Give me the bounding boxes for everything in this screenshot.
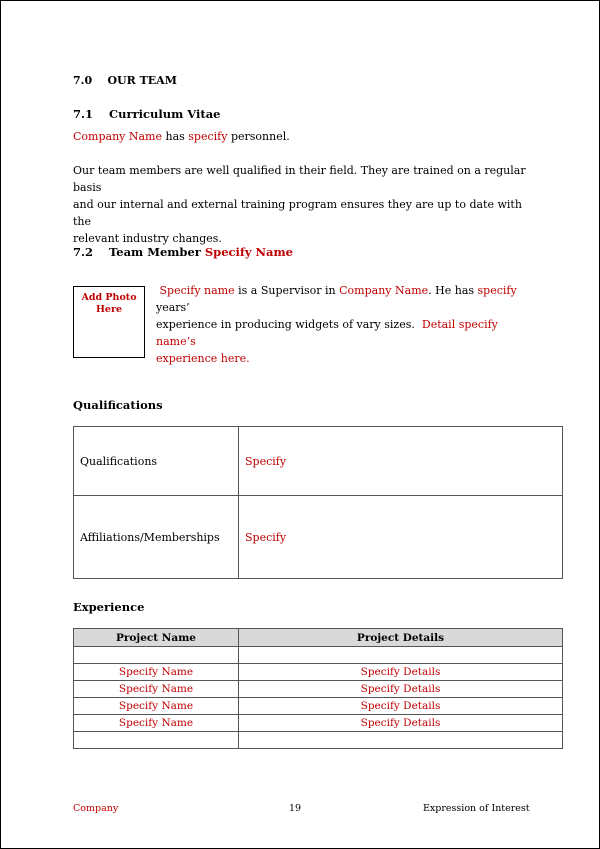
project-name-cell[interactable] [73,731,239,749]
paragraph-line: and our internal and external training p… [73,198,522,228]
section-heading-our-team: 7.0 OUR TEAM [73,74,177,87]
name-placeholder: Specify name [159,284,235,297]
bio-line: experience here. [156,352,250,365]
bio-text: experience in producing widgets of vary … [156,318,422,331]
table-row: Specify Name Specify Details [73,697,563,715]
section-heading-team-member: 7.2 Team Member Specify Name [73,245,293,259]
specify-placeholder: specify [188,130,228,143]
experience-heading: Experience [73,600,145,614]
cv-text: has [162,130,189,143]
cv-intro-line: Company Name has specify personnel. [73,128,533,145]
experience-table: Project Name Project Details Specify Nam… [73,628,563,749]
bio-text: is a Supervisor in [234,284,340,297]
project-details-cell[interactable] [238,646,563,664]
section-title: Team Member [109,245,201,259]
footer-page-number: 19 [289,803,302,814]
photo-placeholder[interactable]: Add Photo Here [73,286,145,358]
paragraph-line: Our team members are well qualified in t… [73,164,526,194]
qualification-label: Affiliations/Memberships [73,495,239,579]
paragraph-line: relevant industry changes. [73,232,222,245]
footer-company: Company [73,803,119,814]
qualification-label: Qualifications [73,426,239,496]
project-details-cell[interactable] [238,731,563,749]
column-header-project-details: Project Details [238,628,563,647]
photo-label: Here [95,304,123,315]
section-number: 7.0 [73,74,93,87]
company-name-placeholder: Company Name [73,130,162,143]
project-name-cell[interactable]: Specify Name [73,680,239,698]
section-number: 7.1 [73,107,94,121]
section-heading-cv: 7.1 Curriculum Vitae [73,107,220,121]
table-row [73,646,563,664]
column-header-project-name: Project Name [73,628,239,647]
bio-line: Specify name is a Supervisor in Company … [156,282,536,316]
table-row: Specify Name Specify Details [73,714,563,732]
project-name-cell[interactable]: Specify Name [73,697,239,715]
table-header-row: Project Name Project Details [73,628,563,647]
table-row: Specify Name Specify Details [73,680,563,698]
specify-placeholder: specify [477,284,517,297]
cv-text: personnel. [227,130,290,143]
table-row: Qualifications Specify [73,426,563,496]
company-name-placeholder: Company Name [339,284,429,297]
project-details-cell[interactable]: Specify Details [238,663,563,681]
section-title: Curriculum Vitae [109,107,221,121]
member-name-placeholder: Specify Name [204,245,293,259]
project-name-cell[interactable]: Specify Name [73,663,239,681]
project-name-cell[interactable] [73,646,239,664]
bio-line: experience in producing widgets of vary … [156,316,536,350]
project-details-cell[interactable]: Specify Details [238,697,563,715]
qualifications-table: Qualifications Specify Affiliations/Memb… [73,426,563,579]
bio-text: years’ [156,301,190,314]
footer-document-title: Expression of Interest [423,803,530,814]
project-details-cell[interactable]: Specify Details [238,714,563,732]
section-title: OUR TEAM [107,74,177,87]
qualification-value[interactable]: Specify [238,426,563,496]
qualifications-heading: Qualifications [73,398,163,412]
photo-label: Add Photo [81,292,137,303]
bio-text: . He has [428,284,478,297]
table-row: Affiliations/Memberships Specify [73,495,563,579]
table-row: Specify Name Specify Details [73,663,563,681]
section-number: 7.2 [73,245,94,259]
project-name-cell[interactable]: Specify Name [73,714,239,732]
table-row [73,731,563,749]
qualification-value[interactable]: Specify [238,495,563,579]
team-paragraph: Our team members are well qualified in t… [73,162,533,247]
project-details-cell[interactable]: Specify Details [238,680,563,698]
member-bio: Specify name is a Supervisor in Company … [156,282,536,367]
detail-placeholder: Detail specify name’s [156,318,498,348]
